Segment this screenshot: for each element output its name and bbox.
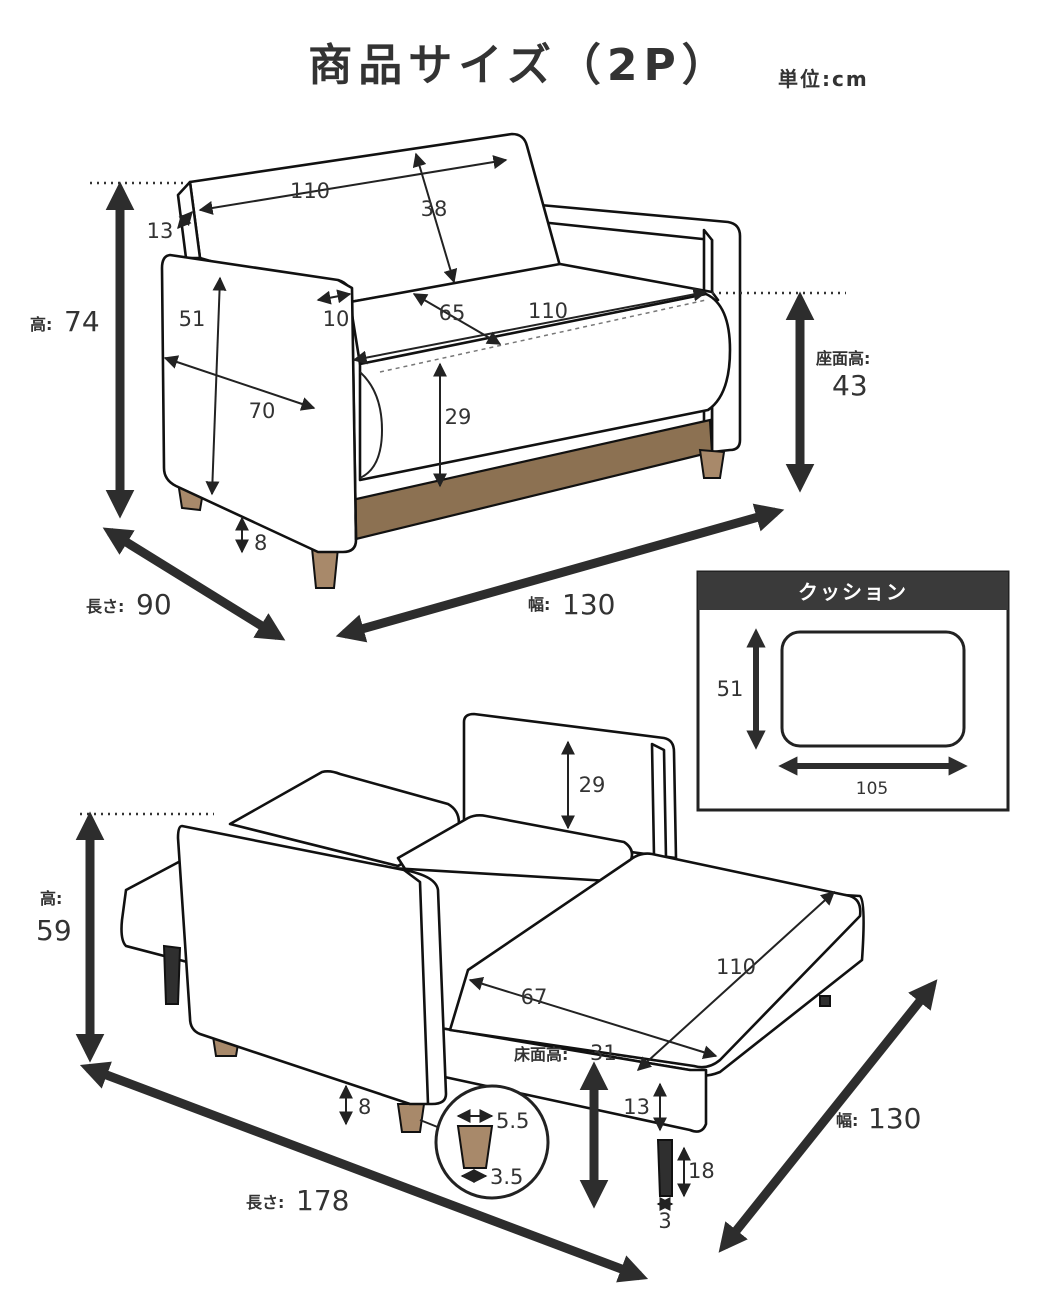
cushion-panel: クッション 51 105 (696, 570, 1010, 812)
cushion-title: クッション (798, 580, 908, 604)
page-title: 商品サイズ（2P） (308, 40, 732, 91)
bed-leg-height: 8 (358, 1095, 371, 1119)
sofa-back-depth: 13 (147, 219, 174, 243)
bed-back-height: 29 (579, 773, 606, 797)
sofa-seat-depth: 65 (439, 301, 466, 325)
bed-leg-bottom: 3.5 (490, 1165, 523, 1189)
sofa-length: 90 (136, 588, 172, 621)
cushion-width: 105 (856, 779, 888, 799)
bed-frame: 13 (623, 1095, 650, 1119)
bed-leg-top: 5.5 (496, 1109, 529, 1133)
sofa-arm-width: 10 (323, 307, 350, 331)
sofa-width-label: 幅: (528, 595, 550, 614)
bed-length: 178 (296, 1184, 349, 1217)
bed-height-label: 高: (40, 889, 62, 908)
sofa-seat-height: 43 (832, 369, 868, 402)
sofa-height: 74 (64, 305, 100, 338)
sofa-seat-height-label: 座面高: (815, 349, 870, 368)
bed-floor-height-label: 床面高: (514, 1045, 568, 1064)
sofa-arm-length: 70 (249, 399, 276, 423)
bed-height: 59 (36, 914, 72, 947)
bed-depth: 67 (521, 985, 548, 1009)
bed-metal-leg: 18 (688, 1159, 715, 1183)
sofa-seat-width: 110 (528, 299, 568, 323)
sofa-back-height: 38 (421, 197, 448, 221)
unit-label: 単位:cm (778, 67, 869, 91)
cushion-height: 51 (717, 677, 744, 701)
sofa-height-label: 高: (30, 315, 52, 334)
sofa-arm-height: 51 (179, 307, 206, 331)
sofa-length-label: 長さ: (86, 597, 124, 616)
sofa-back-width: 110 (290, 179, 330, 203)
bed-length-inner: 110 (716, 955, 756, 979)
bed-metal-leg-width: 3 (658, 1209, 671, 1233)
sofa-seat-cushion: 29 (445, 405, 472, 429)
sofa-width: 130 (562, 588, 615, 621)
bed-floor-height: 31 (590, 1041, 617, 1065)
sofa-leg-height: 8 (254, 531, 267, 555)
bed-length-label: 長さ: (246, 1193, 284, 1212)
bed-width-label: 幅: (836, 1111, 858, 1130)
bed-width: 130 (868, 1102, 921, 1135)
